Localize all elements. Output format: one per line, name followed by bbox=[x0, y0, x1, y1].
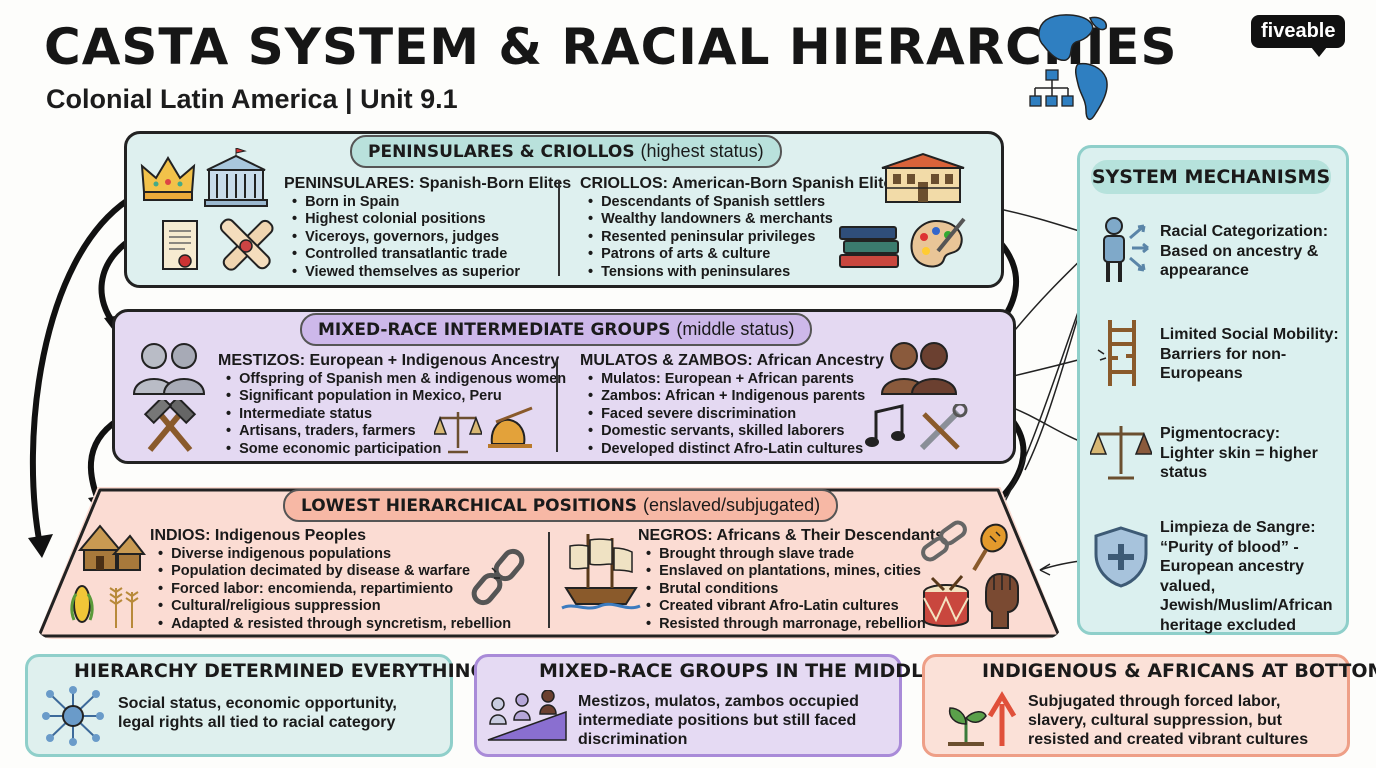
corn-wheat-icon bbox=[70, 585, 139, 628]
drum-icon bbox=[923, 575, 969, 627]
system-mechanisms-title: SYSTEM MECHANISMS bbox=[1091, 160, 1331, 194]
list-item: Highest colonial positions bbox=[284, 211, 571, 229]
network-icon bbox=[42, 686, 104, 746]
summary-title-mixed-race: MIXED-RACE GROUPS IN THE MIDDLE bbox=[539, 660, 937, 682]
summary-text-mixed-race: Mestizos, mulatos, zambos occupied inter… bbox=[578, 693, 859, 748]
list-item: Significant population in Mexico, Peru bbox=[218, 388, 566, 406]
summary-text-bottom: Subjugated through forced labor, slavery… bbox=[1028, 693, 1309, 748]
list-item: Tensions with peninsulares bbox=[580, 264, 901, 282]
summary-title-hierarchy: HIERARCHY DETERMINED EVERYTHING bbox=[74, 660, 487, 682]
music-notes-icon bbox=[865, 404, 905, 447]
list-item: Offspring of Spanish men & indigenous wo… bbox=[218, 371, 566, 389]
list-item: Controlled transatlantic trade bbox=[284, 246, 571, 264]
list-item: Resented peninsular privileges bbox=[580, 229, 901, 247]
globe-hierarchy-icon bbox=[1029, 14, 1108, 121]
indios-heading: INDIOS: Indigenous Peoples bbox=[150, 527, 367, 544]
list-item: Zambos: African + Indigenous parents bbox=[580, 388, 884, 406]
list-item: Wealthy landowners & merchants bbox=[580, 211, 901, 229]
peninsulares-heading: PENINSULARES: Spanish-Born Elites bbox=[284, 175, 572, 192]
list-item: Enslaved on plantations, mines, cities bbox=[638, 563, 944, 581]
list-item: Population decimated by disease & warfar… bbox=[150, 563, 511, 581]
page-subtitle: Colonial Latin America | Unit 9.1 bbox=[46, 84, 458, 114]
divider bbox=[558, 180, 560, 276]
list-item: Forced labor: encomienda, repartimiento bbox=[150, 581, 511, 599]
maraca-icon bbox=[972, 523, 1008, 572]
list-item: Domestic servants, skilled laborers bbox=[580, 423, 884, 441]
list-item: Viceroys, governors, judges bbox=[284, 229, 571, 247]
list-item: Artisans, traders, farmers bbox=[218, 423, 566, 441]
list-item: Adapted & resisted through syncretism, r… bbox=[150, 616, 511, 634]
summary-card-bottom bbox=[922, 654, 1350, 757]
list-item: Faced severe discrimination bbox=[580, 406, 884, 424]
mestizos-heading: MESTIZOS: European + Indigenous Ancestry bbox=[218, 352, 560, 369]
page-title: CASTA SYSTEM & RACIAL HIERARCHIES bbox=[44, 18, 1178, 76]
shield-cross-icon bbox=[1094, 526, 1148, 588]
mulatos-zambos-heading: MULATOS & ZAMBOS: African Ancestry bbox=[580, 352, 885, 369]
books-icon bbox=[839, 226, 899, 268]
tools-icon bbox=[919, 404, 968, 451]
mestizos-column: MESTIZOS: European + Indigenous Ancestry… bbox=[218, 352, 566, 458]
huts-icon bbox=[77, 524, 146, 571]
peninsulares-column: PENINSULARES: Spanish-Born Elites Born i… bbox=[284, 175, 571, 281]
crown-icon bbox=[140, 156, 196, 201]
list-item: Some economic participation bbox=[218, 441, 566, 459]
indios-column: INDIOS: Indigenous Peoples Diverse indig… bbox=[150, 527, 511, 633]
mechanism-limited-mobility: Limited Social Mobility: Barriers for no… bbox=[1160, 326, 1339, 382]
criollos-column: CRIOLLOS: American-Born Spanish Elites D… bbox=[580, 175, 901, 281]
negros-column: NEGROS: Africans & Their Descendants Bro… bbox=[638, 527, 944, 633]
list-item: Diverse indigenous populations bbox=[150, 546, 511, 564]
summary-text-hierarchy: Social status, economic opportunity, leg… bbox=[118, 695, 397, 731]
hacienda-building-icon bbox=[881, 152, 965, 203]
person-arrows-icon bbox=[1103, 217, 1149, 282]
hammers-icon bbox=[143, 400, 197, 452]
list-item: Developed distinct Afro-Latin cultures bbox=[580, 441, 884, 459]
negros-heading: NEGROS: Africans & Their Descendants bbox=[638, 527, 945, 544]
list-item: Mulatos: European + African parents bbox=[580, 371, 884, 389]
list-item: Brutal conditions bbox=[638, 581, 944, 599]
scroll-document-icon bbox=[162, 220, 198, 270]
pottery-tools-icon bbox=[488, 406, 533, 448]
summary-title-bottom: INDIGENOUS & AFRICANS AT BOTTOM bbox=[982, 660, 1376, 682]
sprout-arrow-icon bbox=[948, 691, 1017, 746]
tier-top-label: PENINSULARES & CRIOLLOS (highest status) bbox=[350, 135, 782, 168]
mechanism-racial-categorization: Racial Categorization: Based on ancestry… bbox=[1160, 223, 1329, 279]
paint-palette-icon bbox=[910, 217, 966, 268]
tier-lowest-label: LOWEST HIERARCHICAL POSITIONS (enslaved/… bbox=[283, 489, 839, 522]
list-item: Viewed themselves as superior bbox=[284, 264, 571, 282]
government-building-icon bbox=[204, 148, 268, 207]
people-ramp-icon bbox=[487, 690, 567, 741]
crossed-scrolls-icon bbox=[219, 218, 274, 271]
balance-scale-icon bbox=[434, 412, 482, 454]
criollos-heading: CRIOLLOS: American-Born Spanish Elites bbox=[580, 175, 902, 192]
brand-logo: fiveable bbox=[1251, 15, 1346, 57]
divider bbox=[548, 532, 550, 628]
list-item: Created vibrant Afro-Latin cultures bbox=[638, 598, 944, 616]
chains-icon bbox=[921, 520, 967, 562]
ship-icon bbox=[561, 534, 641, 610]
list-item: Born in Spain bbox=[284, 194, 571, 212]
raised-fist-icon bbox=[985, 572, 1019, 629]
list-item: Resisted through marronage, rebellion bbox=[638, 616, 944, 634]
list-item: Cultural/religious suppression bbox=[150, 598, 511, 616]
divider bbox=[556, 360, 558, 452]
list-item: Descendants of Spanish settlers bbox=[580, 194, 901, 212]
broken-ladder-icon bbox=[1097, 320, 1136, 386]
african-people-icon bbox=[880, 342, 958, 395]
mestizo-people-icon bbox=[132, 343, 206, 395]
list-item: Intermediate status bbox=[218, 406, 566, 424]
list-item: Patrons of arts & culture bbox=[580, 246, 901, 264]
list-item: Brought through slave trade bbox=[638, 546, 944, 564]
tier-middle-label: MIXED-RACE INTERMEDIATE GROUPS (middle s… bbox=[300, 313, 813, 346]
mechanism-pigmentocracy: Pigmentocracy: Lighter skin = higher sta… bbox=[1160, 425, 1318, 481]
broken-chain-icon bbox=[471, 548, 525, 606]
scales-icon bbox=[1090, 426, 1152, 480]
mechanism-limpieza-de-sangre: Limpieza de Sangre: “Purity of blood” - … bbox=[1160, 519, 1333, 634]
mulatos-zambos-column: MULATOS & ZAMBOS: African Ancestry Mulat… bbox=[580, 352, 884, 458]
